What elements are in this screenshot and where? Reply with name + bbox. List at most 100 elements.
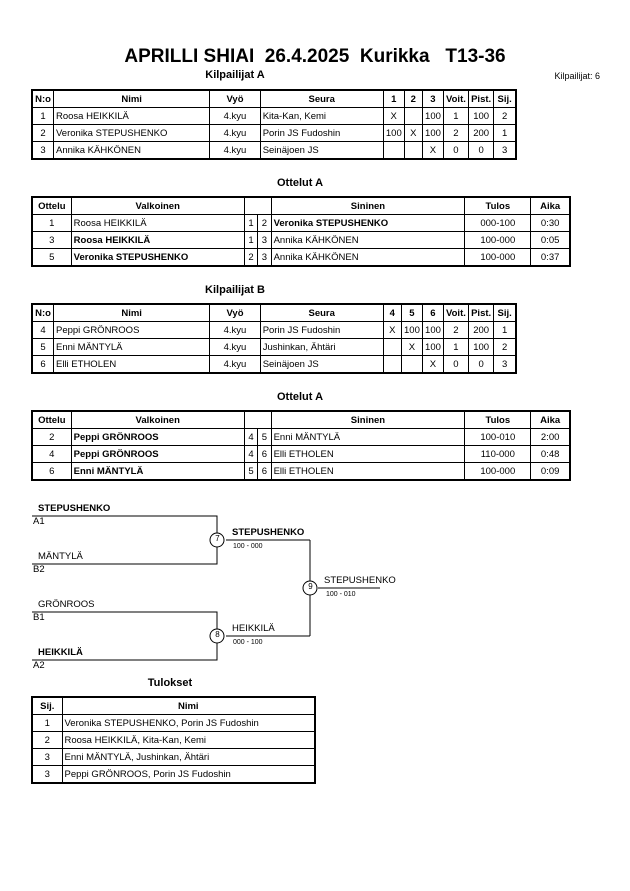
cell-vs-b: X [400,338,423,356]
cell-club: Jushinkan, Ähtäri [259,338,384,356]
cell-result: 000-100 [464,214,532,232]
cell-club: Porin JS Fudoshin [259,124,384,142]
pool-b-table: N:o Nimi Vyö Seura 4 5 6 Voit. Pist. Sij… [31,303,517,374]
bracket-m9-circle [302,580,318,596]
cell-match-no: 4 [31,445,72,463]
col-vs-1: 1 [382,89,405,108]
col-vs-2: 2 [403,89,423,108]
col-match: Ottelu [31,410,72,429]
cell-vs-a [382,141,405,160]
cell-club: Seinäjoen JS [259,355,384,374]
cell-no: 4 [31,321,54,339]
cell-white-no: 4 [243,428,259,446]
bracket-m9-number: 9 [308,582,313,591]
cell-vs-c: 100 [421,338,444,356]
cell-club: Seinäjoen JS [259,141,384,160]
cell-vs-c: X [421,141,444,160]
cell-result: 110-000 [464,445,532,463]
cell-white: Roosa HEIKKILÄ [70,214,245,232]
pool-a-table: N:o Nimi Vyö Seura 1 2 3 Voit. Pist. Sij… [31,89,517,160]
cell-result: 100-000 [464,231,532,249]
cell-belt: 4.kyu [209,355,261,374]
bracket-m8-winner: HEIKKILÄ [232,623,275,634]
page-title: APRILLI SHIAI 26.4.2025 Kurikka T13-36 [124,46,506,67]
cell-vs-b [403,107,423,125]
col-time: Aika [530,196,571,215]
cell-blue-no: 5 [257,428,272,446]
cell-rank: 3 [493,355,517,374]
col-numbers [243,410,272,429]
bracket-m7-number: 7 [215,534,220,543]
cell-name: Roosa HEIKKILÄ, Kita-Kan, Kemi [61,731,316,749]
bracket-sf1-bottom-seed: B2 [33,564,45,575]
cell-name: Roosa HEIKKILÄ [52,107,211,125]
cell-vs-a: 100 [382,124,405,142]
bracket-sf2-top-seed: B1 [33,612,45,623]
cell-vs-c: 100 [421,124,444,142]
cell-vs-a: X [382,107,405,125]
bracket-sf2-bottom-name: HEIKKILÄ [38,647,83,658]
cell-club: Porin JS Fudoshin [259,321,384,339]
cell-vs-c: 100 [421,107,444,125]
bracket-m7-circle [209,532,225,548]
cell-rank: 3 [31,765,63,784]
cell-match-no: 5 [31,248,72,267]
cell-points: 0 [467,141,495,160]
cell-blue-no: 3 [257,231,272,249]
pool-b-header-row: N:o Nimi Vyö Seura 4 5 6 Voit. Pist. Sij… [31,303,517,322]
col-vs-3: 3 [421,89,444,108]
cell-wins: 0 [442,355,470,374]
matches-b-heading: Ottelut A [276,391,324,403]
cell-wins: 2 [442,124,470,142]
col-white: Valkoinen [70,410,245,429]
cell-time: 0:09 [530,462,571,481]
bracket-sf1-top-seed: A1 [33,516,45,527]
cell-name: Peppi GRÖNROOS [52,321,211,339]
bracket-sf2-top-name: GRÖNROOS [38,599,95,610]
cell-match-no: 6 [31,462,72,481]
cell-white: Veronika STEPUSHENKO [70,248,245,267]
cell-rank: 1 [493,321,517,339]
cell-vs-b [403,141,423,160]
cell-belt: 4.kyu [209,124,261,142]
cell-wins: 1 [442,107,470,125]
col-wins: Voit. [442,89,470,108]
cell-points: 0 [467,355,495,374]
cell-vs-a [382,338,402,356]
cell-vs-b: X [403,124,423,142]
col-club: Seura [259,303,384,322]
cell-no: 1 [31,107,54,125]
cell-blue: Annika KÄHKÖNEN [270,248,466,267]
participants-count: Kilpailijat: 6 [554,71,600,81]
col-blue: Sininen [270,410,466,429]
col-points: Pist. [467,303,495,322]
col-result: Tulos [464,196,532,215]
col-wins: Voit. [442,303,470,322]
pool-b-heading: Kilpailijat B [205,284,265,296]
cell-time: 0:37 [530,248,571,267]
cell-name: Veronika STEPUSHENKO [52,124,211,142]
col-name: Nimi [52,89,211,108]
matches-a-heading: Ottelut A [276,177,324,189]
cell-time: 0:30 [530,214,571,232]
cell-blue-no: 6 [257,462,272,481]
pool-a-header-row: N:o Nimi Vyö Seura 1 2 3 Voit. Pist. Sij… [31,89,517,108]
cell-white-no: 4 [243,445,259,463]
cell-white: Peppi GRÖNROOS [70,445,245,463]
bracket-m7-score: 100 - 000 [233,543,263,550]
cell-points: 100 [467,107,495,125]
col-match: Ottelu [31,196,72,215]
cell-vs-c: 100 [421,321,444,339]
cell-result: 100-010 [464,428,532,446]
col-vs-5: 5 [400,303,423,322]
